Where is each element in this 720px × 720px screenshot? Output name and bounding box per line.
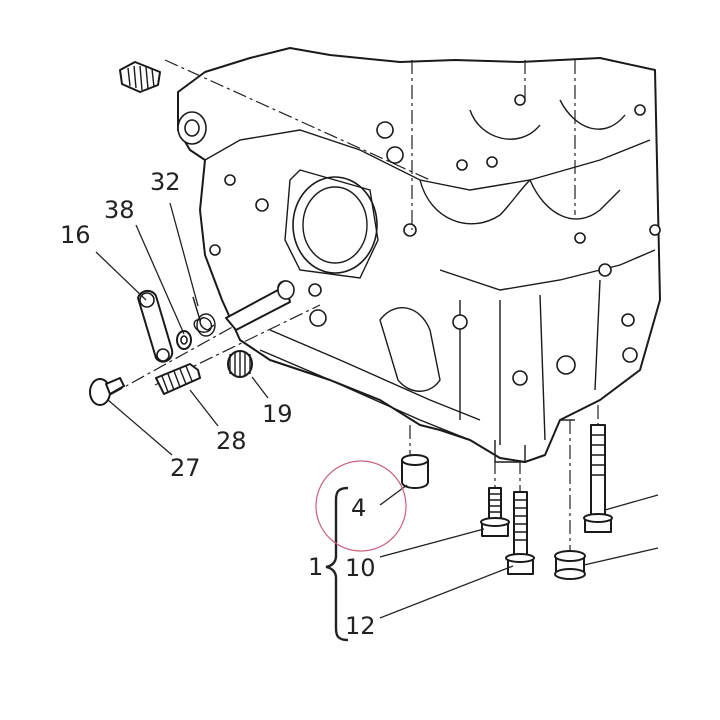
callout-16: 16 — [60, 221, 91, 249]
pivot-shaft — [225, 280, 295, 331]
part-28-stud — [155, 363, 201, 395]
callout-12: 12 — [345, 612, 376, 640]
part-16-lever — [137, 290, 174, 363]
highlight-circle — [315, 460, 407, 552]
callout-1: 1 — [308, 553, 323, 581]
callout-27: 27 — [170, 454, 201, 482]
needle-bearing-fragment — [119, 61, 161, 93]
part-32-spring — [192, 296, 216, 337]
part-27-flange-bolt — [89, 377, 125, 406]
part-4-dowel — [401, 454, 429, 489]
callout-4: 4 — [351, 494, 366, 522]
callout-10: 10 — [345, 554, 376, 582]
part-12-bolt — [505, 491, 535, 575]
part-19-bushing — [227, 350, 253, 378]
right-long-bolt — [583, 424, 613, 533]
part-10-bolt — [480, 487, 510, 537]
callout-38: 38 — [104, 196, 135, 224]
callout-28: 28 — [216, 427, 247, 455]
callout-19: 19 — [262, 400, 293, 428]
callout-32: 32 — [150, 168, 181, 196]
right-flange-nut — [554, 550, 586, 580]
crankcase-casting — [177, 47, 661, 463]
leader-lines — [95, 202, 659, 619]
group-bracket — [325, 486, 349, 642]
part-38-washer — [176, 330, 192, 350]
